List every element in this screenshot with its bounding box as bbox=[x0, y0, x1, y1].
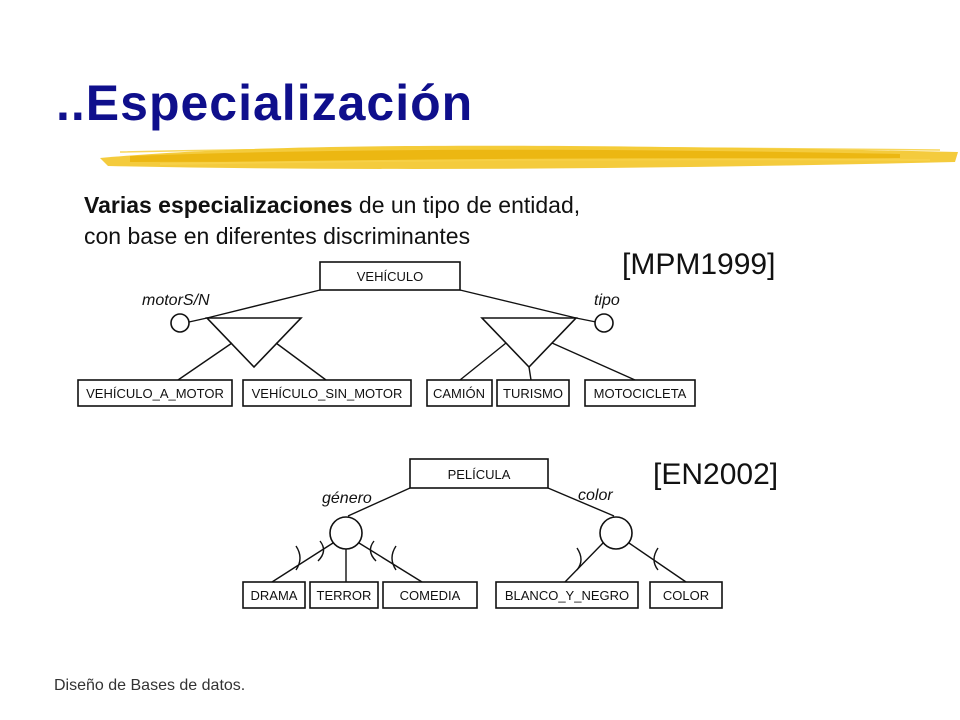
svg-text:TERROR: TERROR bbox=[317, 588, 372, 603]
svg-text:CAMIÓN: CAMIÓN bbox=[433, 386, 485, 401]
diagram-pelicula: PELÍCULA género color DRAMA TERROR bbox=[242, 458, 723, 609]
svg-text:MOTOCICLETA: MOTOCICLETA bbox=[594, 386, 687, 401]
specialization-triangle-left bbox=[205, 317, 303, 369]
entity-camion: CAMIÓN bbox=[426, 379, 493, 407]
slide-footer: Diseño de Bases de datos. bbox=[54, 677, 246, 694]
svg-text:BLANCO_Y_NEGRO: BLANCO_Y_NEGRO bbox=[505, 588, 629, 603]
svg-text:DRAMA: DRAMA bbox=[251, 588, 298, 603]
diagram-vehiculo: VEHÍCULO motorS/N tipo VEHÍCULO_A_MOTOR … bbox=[77, 261, 696, 407]
intro-line-1-rest: de un tipo de entidad, bbox=[352, 192, 581, 218]
intro-line-1: Varias especializaciones de un tipo de e… bbox=[84, 190, 580, 221]
intro-line-2: con base en diferentes discriminantes bbox=[84, 223, 471, 249]
brush-stroke-decoration bbox=[100, 145, 958, 169]
discriminator-color: color bbox=[578, 487, 613, 504]
discriminator-motor: motorS/N bbox=[142, 292, 210, 309]
svg-text:COMEDIA: COMEDIA bbox=[400, 588, 461, 603]
entity-turismo: TURISMO bbox=[496, 379, 570, 407]
intro-text: Varias especializaciones de un tipo de e… bbox=[84, 190, 580, 252]
svg-text:PELÍCULA: PELÍCULA bbox=[448, 467, 511, 482]
discriminator-circle-left bbox=[170, 313, 190, 333]
discriminator-tipo: tipo bbox=[594, 292, 620, 309]
entity-comedia: COMEDIA bbox=[382, 581, 478, 609]
svg-text:VEHÍCULO_A_MOTOR: VEHÍCULO_A_MOTOR bbox=[86, 386, 224, 401]
entity-blanco-y-negro: BLANCO_Y_NEGRO bbox=[495, 581, 639, 609]
entity-motocicleta: MOTOCICLETA bbox=[584, 379, 696, 407]
svg-text:VEHÍCULO: VEHÍCULO bbox=[357, 269, 423, 284]
discriminator-genero: género bbox=[322, 490, 372, 507]
discriminator-circle-right bbox=[594, 313, 614, 333]
reference-mpm1999: [MPM1999] bbox=[622, 248, 776, 281]
specialization-circle-right bbox=[599, 516, 633, 550]
specialization-triangle-right bbox=[480, 317, 578, 369]
entity-color: COLOR bbox=[649, 581, 723, 609]
svg-text:COLOR: COLOR bbox=[663, 588, 709, 603]
entity-pelicula: PELÍCULA bbox=[409, 458, 549, 489]
specialization-circle-left bbox=[329, 516, 363, 550]
svg-text:VEHÍCULO_SIN_MOTOR: VEHÍCULO_SIN_MOTOR bbox=[252, 386, 403, 401]
entity-vehiculo-a-motor: VEHÍCULO_A_MOTOR bbox=[77, 379, 233, 407]
entity-vehiculo: VEHÍCULO bbox=[319, 261, 461, 291]
reference-en2002: [EN2002] bbox=[653, 458, 779, 491]
entity-terror: TERROR bbox=[309, 581, 379, 609]
entity-vehiculo-sin-motor: VEHÍCULO_SIN_MOTOR bbox=[242, 379, 412, 407]
svg-text:TURISMO: TURISMO bbox=[503, 386, 563, 401]
intro-bold: Varias especializaciones bbox=[84, 192, 353, 218]
entity-drama: DRAMA bbox=[242, 581, 306, 609]
slide-title: ..Especialización bbox=[56, 75, 474, 131]
